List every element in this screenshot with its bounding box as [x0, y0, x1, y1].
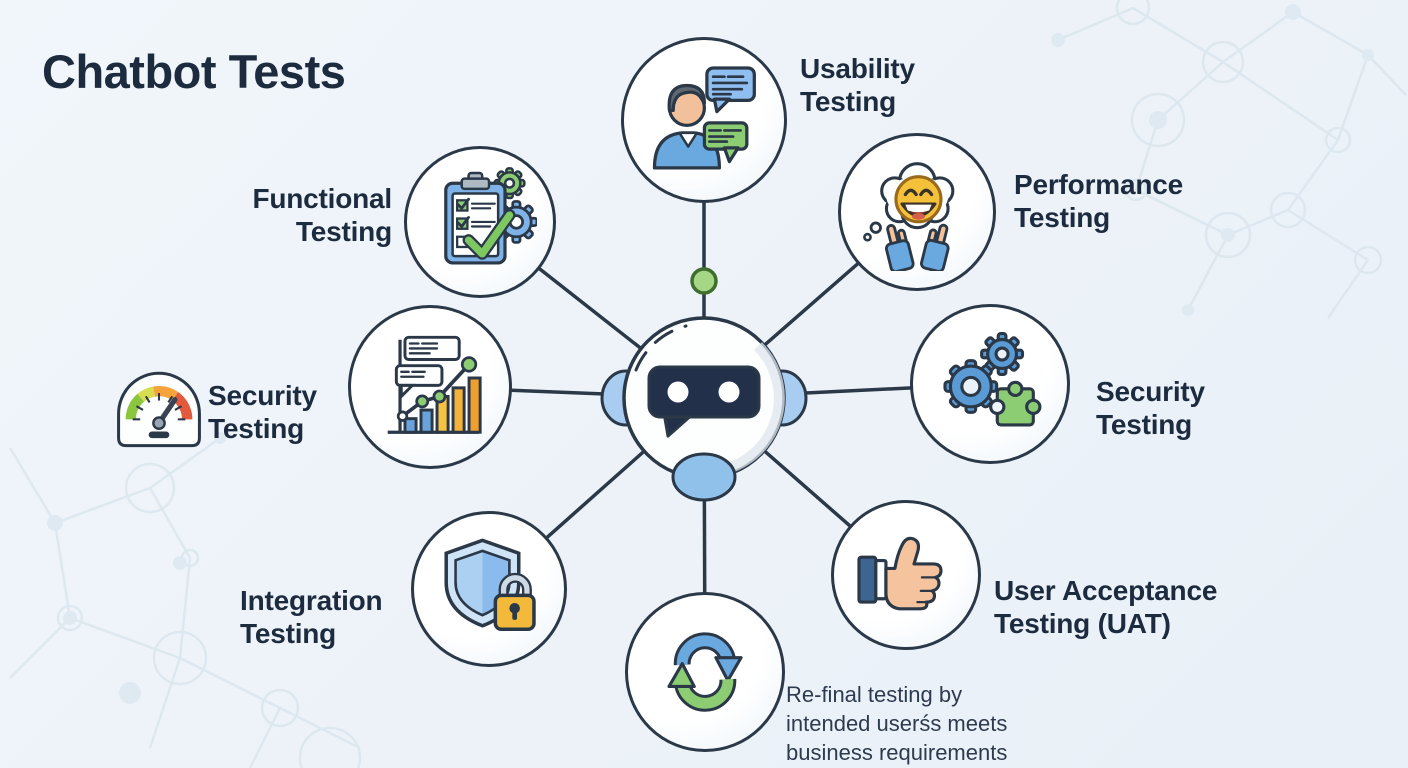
security-testing-left-label: Security Testing: [208, 380, 317, 444]
performance-testing-node: [838, 133, 996, 291]
page-title: Chatbot Tests: [42, 45, 346, 98]
functional-testing-label: Functional Testing: [252, 183, 392, 247]
integration-testing-label: Integration Testing: [240, 585, 383, 649]
smiley-feedback-icon: [862, 161, 955, 272]
shield-lock-icon: [443, 537, 536, 631]
gears-puzzle-icon: [943, 331, 1042, 427]
security-testing-right-node: [910, 304, 1070, 464]
usability-testing-node: [621, 37, 787, 203]
user-acceptance-testing-node: [831, 500, 981, 650]
checklist-gears-icon: [444, 167, 537, 265]
performance-testing-label: Performance Testing: [1014, 169, 1183, 233]
security-testing-right-label: Security Testing: [1096, 376, 1205, 440]
functional-testing-node: [404, 146, 556, 298]
usability-testing-label: Usability Testing: [800, 53, 915, 117]
regression-testing-node: [625, 592, 785, 752]
uat-note-text: Re-final testing by intended userśs meet…: [786, 682, 1008, 765]
speedometer-icon: [112, 366, 206, 452]
green-node-dot: [690, 267, 718, 295]
user-chat-bubbles-icon: [652, 65, 756, 170]
integration-testing-node: [411, 511, 567, 667]
cycle-arrows-icon: [667, 632, 743, 712]
security-testing-left-node: [348, 305, 512, 469]
thumbs-up-icon: [857, 536, 943, 611]
central-chatbot-node: [594, 288, 814, 518]
uat-label: User Acceptance Testing (UAT): [994, 575, 1218, 639]
bar-chart-trend-icon: [388, 336, 482, 435]
chatbot-face-icon: [600, 316, 808, 502]
